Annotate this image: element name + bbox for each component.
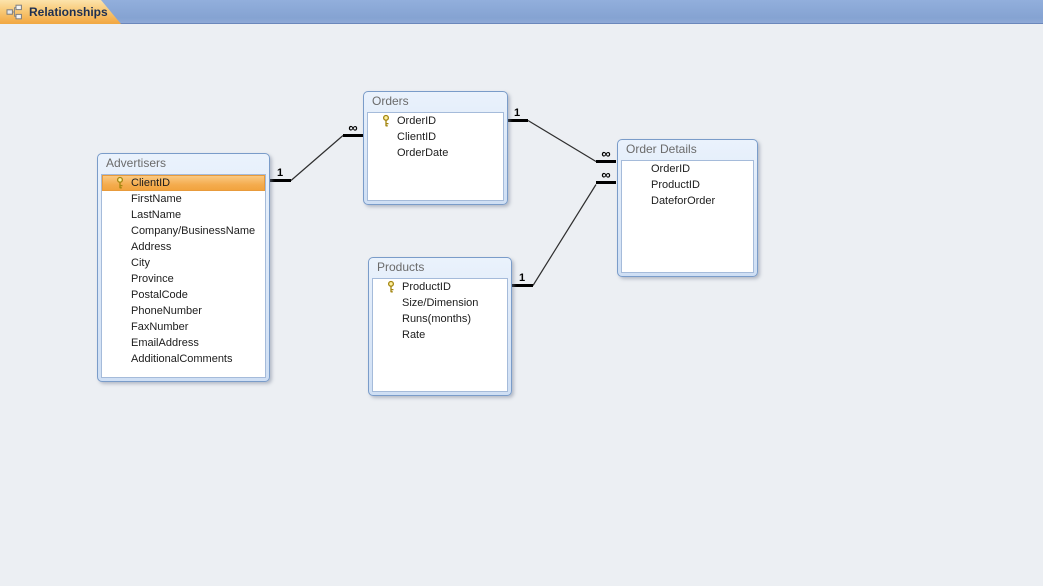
field-list: ClientID FirstName LastName Company/Busi… <box>101 174 266 378</box>
cardinality-many-label: ∞ <box>601 146 610 161</box>
field-name: Size/Dimension <box>402 297 479 309</box>
field-list: OrderID ProductID DateforOrder <box>621 160 754 273</box>
field-name: AdditionalComments <box>131 353 233 365</box>
field-row[interactable]: FaxNumber <box>102 319 265 335</box>
relationship-orders-orderdetails: 1 ∞ <box>507 107 616 163</box>
field-row[interactable]: Rate <box>373 327 507 343</box>
field-list: OrderID ClientID OrderDate <box>367 112 504 201</box>
field-name: OrderID <box>651 163 691 175</box>
field-row[interactable]: OrderID <box>622 161 753 177</box>
table-title[interactable]: Orders <box>372 94 409 108</box>
tab-label: Relationships <box>29 5 108 19</box>
field-name: FaxNumber <box>131 321 189 333</box>
primary-key-icon <box>385 280 397 294</box>
cardinality-one-label: 1 <box>277 167 283 179</box>
field-row[interactable]: FirstName <box>102 191 265 207</box>
field-name: DateforOrder <box>651 195 716 207</box>
relationship-products-orderdetails: 1 ∞ <box>512 167 616 287</box>
field-row[interactable]: EmailAddress <box>102 335 265 351</box>
relationship-advertisers-orders: 1 ∞ <box>270 120 363 182</box>
primary-key-icon <box>114 176 126 190</box>
field-name: Company/BusinessName <box>131 225 256 237</box>
field-row[interactable]: PostalCode <box>102 287 265 303</box>
field-list: ProductID Size/Dimension Runs(months) Ra… <box>372 278 508 392</box>
field-row[interactable]: Size/Dimension <box>373 295 507 311</box>
table-products[interactable]: Products ProductID Size/Dimension Runs(m… <box>368 257 512 396</box>
field-name: OrderID <box>397 115 437 127</box>
field-row[interactable]: Province <box>102 271 265 287</box>
field-name: ProductID <box>402 281 451 293</box>
field-row[interactable]: LastName <box>102 207 265 223</box>
field-row[interactable]: Address <box>102 239 265 255</box>
field-row[interactable]: Company/BusinessName <box>102 223 265 239</box>
table-orders[interactable]: Orders OrderID ClientID OrderDate <box>363 91 508 205</box>
tab-relationships[interactable]: Relationships <box>0 0 121 24</box>
cardinality-many-label: ∞ <box>601 167 610 182</box>
table-title[interactable]: Products <box>377 260 425 274</box>
field-row-clientid[interactable]: ClientID <box>102 175 265 191</box>
field-row[interactable]: Runs(months) <box>373 311 507 327</box>
cardinality-many-label: ∞ <box>348 120 357 135</box>
field-name: LastName <box>131 209 182 221</box>
primary-key-icon <box>380 114 392 128</box>
field-row[interactable]: ProductID <box>622 177 753 193</box>
field-name: Province <box>131 273 174 285</box>
table-advertisers[interactable]: Advertisers ClientID FirstName LastName … <box>97 153 270 382</box>
relationships-icon <box>6 4 23 21</box>
field-name: ClientID <box>131 177 171 189</box>
field-name: EmailAddress <box>131 337 199 349</box>
field-row-productid[interactable]: ProductID <box>373 279 507 295</box>
field-name: City <box>131 257 150 269</box>
field-row[interactable]: PhoneNumber <box>102 303 265 319</box>
table-title[interactable]: Order Details <box>626 142 697 156</box>
field-name: ProductID <box>651 179 700 191</box>
table-title[interactable]: Advertisers <box>106 156 167 170</box>
field-row[interactable]: AdditionalComments <box>102 351 265 367</box>
field-row-orderid[interactable]: OrderID <box>368 113 503 129</box>
field-row[interactable]: OrderDate <box>368 145 503 161</box>
field-row[interactable]: City <box>102 255 265 271</box>
field-name: Rate <box>402 329 426 341</box>
field-name: PostalCode <box>131 289 188 301</box>
field-name: FirstName <box>131 193 182 205</box>
object-tab-bar: Relationships <box>0 0 1043 24</box>
field-row[interactable]: DateforOrder <box>622 193 753 209</box>
field-name: Runs(months) <box>402 313 472 325</box>
cardinality-one-label: 1 <box>514 107 520 119</box>
cardinality-one-label: 1 <box>519 272 525 284</box>
field-name: ClientID <box>397 131 437 143</box>
relationships-canvas[interactable]: 1 ∞ 1 ∞ 1 ∞ Advertisers <box>0 24 1043 586</box>
table-order-details[interactable]: Order Details OrderID ProductID DateforO… <box>617 139 758 277</box>
field-row[interactable]: ClientID <box>368 129 503 145</box>
field-name: OrderDate <box>397 147 449 159</box>
field-name: Address <box>131 241 172 253</box>
relationship-lines: 1 ∞ 1 ∞ 1 ∞ <box>270 107 616 287</box>
field-name: PhoneNumber <box>131 305 202 317</box>
